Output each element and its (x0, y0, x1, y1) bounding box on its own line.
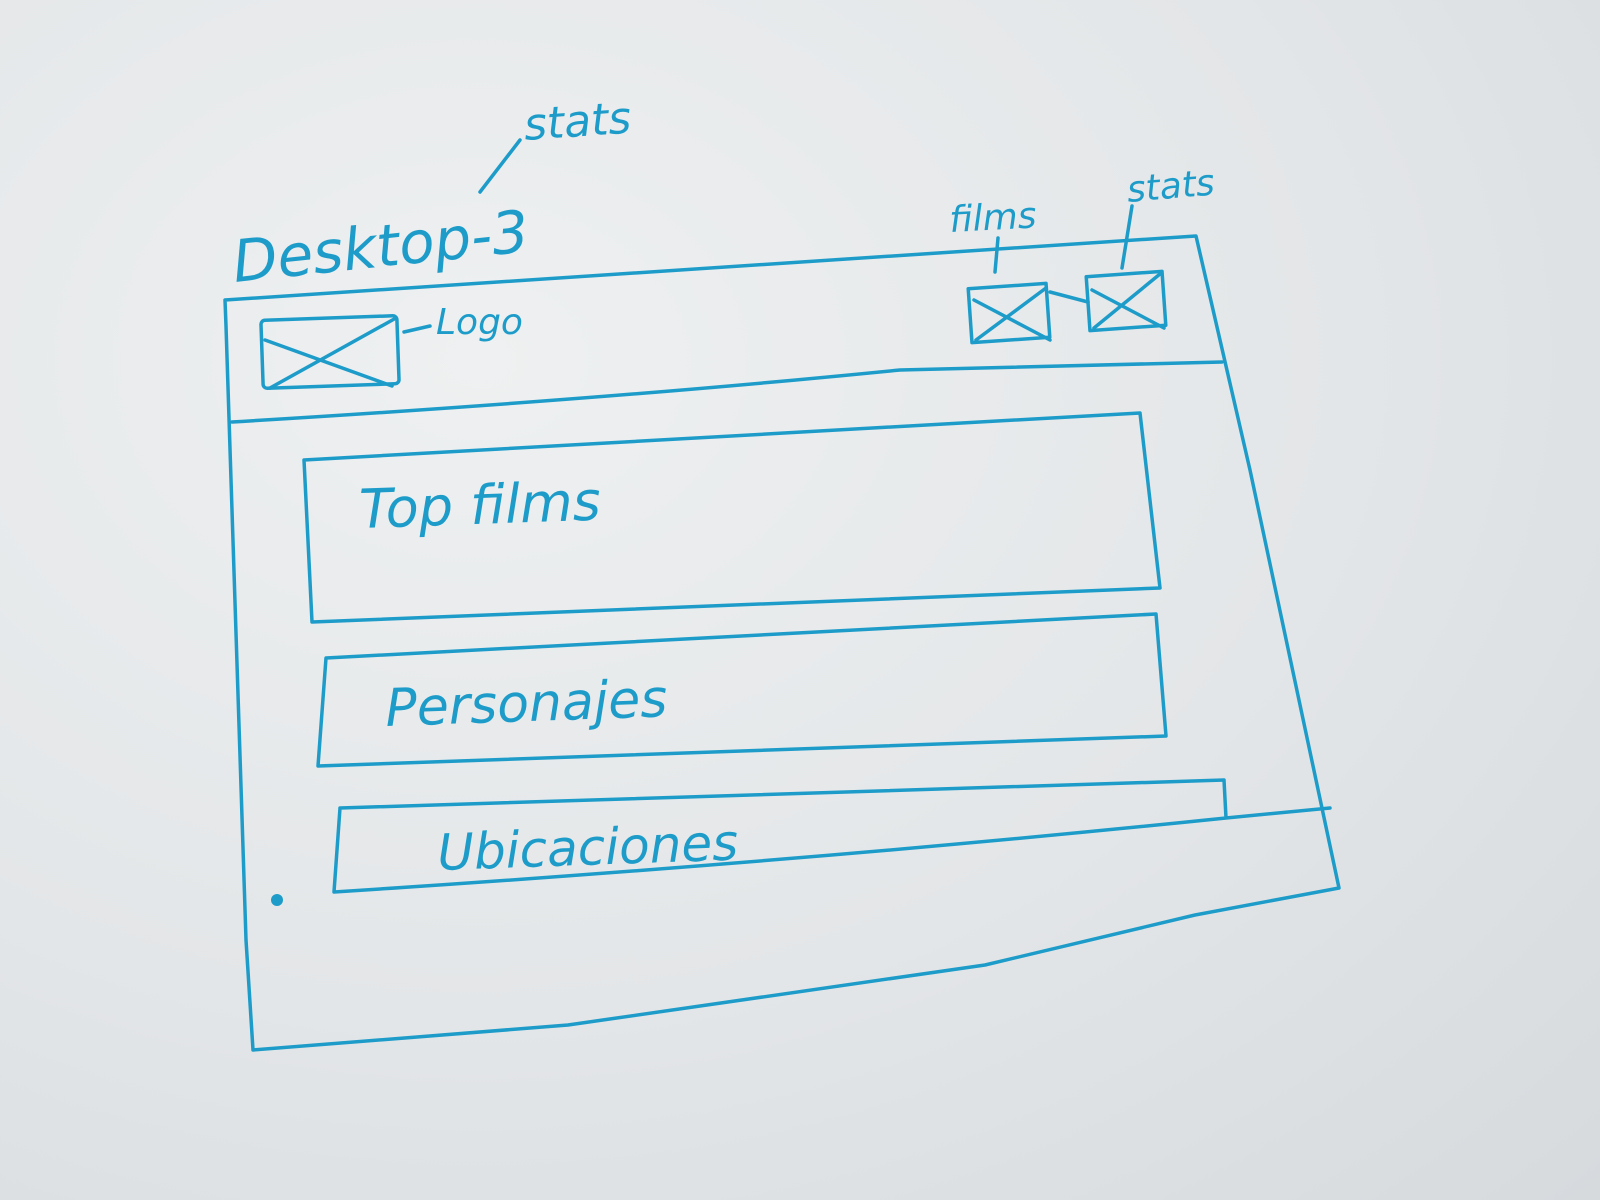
frame-title-note: stats (522, 93, 633, 151)
header-divider (230, 360, 1224, 424)
section-ubicaciones-label: Ubicaciones (436, 814, 739, 882)
frame-title-note-leader (478, 138, 522, 194)
logo-box (259, 314, 401, 390)
nav-connector (1048, 290, 1090, 304)
section-ubicaciones[interactable]: Ubicaciones (332, 778, 1332, 894)
ink-dot (271, 894, 283, 906)
section-top-films-label: Top films (358, 470, 601, 541)
section-top-films[interactable]: Top films (302, 411, 1162, 624)
nav-stats-leader (1120, 204, 1134, 270)
nav-stats-button-placeholder[interactable] (1084, 269, 1168, 333)
section-ubicaciones-box (332, 778, 1332, 894)
nav-films-cross (972, 286, 1052, 342)
section-personajes[interactable]: Personajes (316, 612, 1168, 768)
logo-leader (402, 324, 432, 334)
nav-films-button-placeholder[interactable] (966, 281, 1052, 345)
nav-films-annotation: films (948, 195, 1037, 241)
section-top-films-box (302, 411, 1162, 624)
section-personajes-box (316, 612, 1168, 768)
logo-image-placeholder[interactable] (259, 314, 401, 390)
section-personajes-label: Personajes (384, 669, 668, 739)
nav-films-box (966, 281, 1052, 345)
logo-annotation: Logo (436, 302, 523, 343)
nav-stats-annotation: stats (1125, 162, 1216, 210)
logo-cross (263, 316, 398, 390)
nav-films-leader (993, 236, 1000, 274)
desktop-frame (223, 234, 1341, 1052)
nav-stats-cross (1090, 272, 1166, 330)
